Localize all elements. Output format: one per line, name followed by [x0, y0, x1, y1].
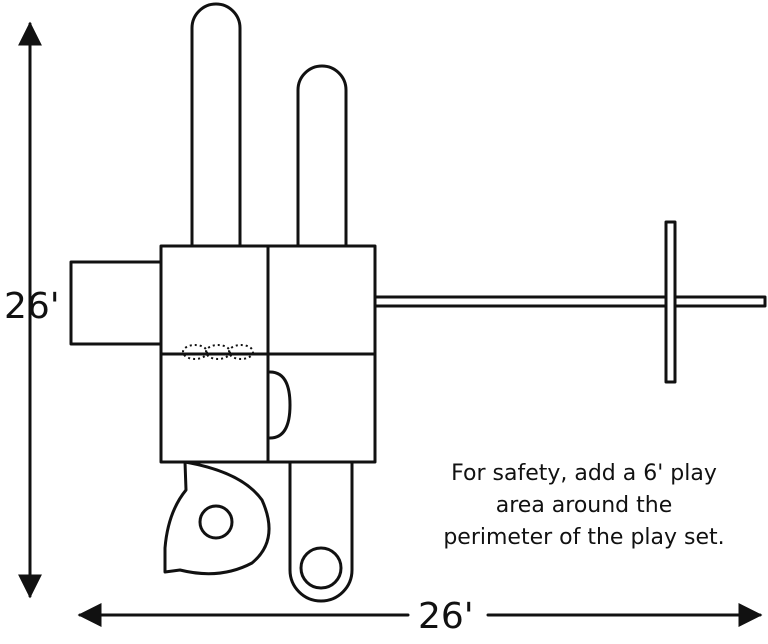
short-slide [296, 64, 348, 248]
monkey-bar-rungs [182, 344, 254, 360]
safety-note: For safety, add a 6' play area around th… [443, 461, 725, 550]
side-platform [69, 260, 163, 346]
height-dimension-label: 26' [4, 286, 60, 327]
porthole-window [268, 370, 292, 440]
long-slide [190, 2, 242, 248]
swing-beam [373, 295, 767, 308]
a-frame-legs [664, 220, 677, 384]
spiral-slide-center [198, 504, 234, 540]
spiral-slide [163, 460, 271, 576]
straight-slide [288, 460, 354, 603]
slide-exit [299, 546, 343, 590]
width-dimension-label: 26' [410, 596, 482, 637]
